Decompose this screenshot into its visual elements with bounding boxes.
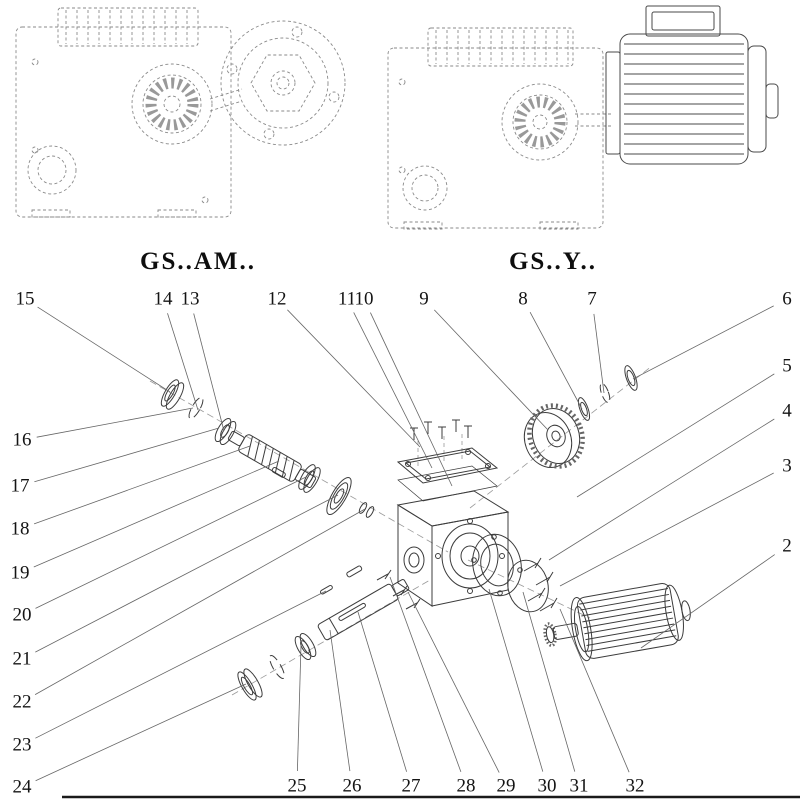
- leader-line-20: [35, 476, 307, 609]
- part-number-19: 19: [9, 562, 31, 584]
- part-number-22: 22: [11, 691, 33, 713]
- leader-line-28: [389, 576, 462, 773]
- leader-line-9: [434, 309, 549, 431]
- part-number-2: 2: [781, 535, 793, 557]
- part-number-4: 4: [781, 400, 793, 422]
- part-number-20: 20: [11, 604, 33, 626]
- part-number-7: 7: [586, 288, 598, 310]
- output-shaft: [317, 579, 410, 641]
- leader-line-3: [559, 472, 774, 587]
- leader-line-26: [329, 629, 351, 772]
- figure-gs-y-drawing: [387, 27, 612, 230]
- leader-line-27: [357, 611, 407, 772]
- input-shaft-parts: [160, 379, 375, 518]
- gear-parts: [523, 365, 638, 469]
- part-number-32: 32: [624, 775, 646, 797]
- flange-disc: [220, 20, 346, 146]
- part-number-14: 14: [152, 288, 174, 310]
- part-number-10: 10: [353, 288, 375, 310]
- leader-line-11: [353, 312, 433, 469]
- part-number-15: 15: [14, 288, 36, 310]
- leader-line-29: [407, 591, 500, 773]
- leader-line-30: [488, 588, 544, 772]
- leader-line-22: [34, 508, 366, 695]
- leader-line-8: [529, 312, 583, 410]
- part-number-29: 29: [495, 775, 517, 797]
- motor-exploded: [543, 583, 691, 662]
- leader-line-16: [36, 407, 194, 438]
- leader-line-31: [522, 591, 576, 772]
- part-number-24: 24: [11, 776, 33, 798]
- shaft-key: [271, 466, 286, 478]
- leader-line-4: [548, 418, 775, 561]
- leader-line-12: [287, 309, 421, 448]
- part-number-17: 17: [9, 475, 31, 497]
- part-number-21: 21: [11, 648, 33, 670]
- leader-line-15: [37, 306, 171, 393]
- part-number-5: 5: [781, 355, 793, 377]
- part-number-3: 3: [781, 455, 793, 477]
- part-number-26: 26: [341, 775, 363, 797]
- leader-line-14: [167, 313, 199, 411]
- leader-line-19: [33, 460, 280, 568]
- leader-line-10: [370, 312, 453, 487]
- leader-line-6: [632, 305, 774, 380]
- leader-line-18: [33, 445, 251, 525]
- leader-line-25: [297, 644, 302, 772]
- part-number-31: 31: [568, 775, 590, 797]
- part-number-27: 27: [400, 775, 422, 797]
- leader-line-21: [35, 494, 339, 653]
- part-number-11: 11: [336, 288, 358, 310]
- leader-lines: [33, 305, 775, 782]
- leader-line-17: [34, 427, 220, 483]
- leader-line-2: [640, 554, 775, 649]
- motor-drawing: [605, 5, 779, 165]
- part-number-8: 8: [517, 288, 529, 310]
- leader-line-7: [593, 313, 605, 394]
- part-number-23: 23: [11, 734, 33, 756]
- exploded-view-drawing: [149, 365, 691, 701]
- part-number-9: 9: [418, 288, 430, 310]
- leader-line-32: [559, 608, 630, 773]
- part-number-18: 18: [9, 518, 31, 540]
- caption-gs-y: GS..Y..: [508, 248, 598, 275]
- leader-line-24: [35, 683, 247, 782]
- housing-cover-parts: [396, 419, 499, 502]
- part-number-30: 30: [536, 775, 558, 797]
- part-number-13: 13: [179, 288, 201, 310]
- caption-gs-am: GS..AM..: [140, 248, 256, 275]
- part-number-25: 25: [286, 775, 308, 797]
- part-number-16: 16: [11, 429, 33, 451]
- part-number-12: 12: [266, 288, 288, 310]
- flange-parts: [471, 533, 558, 613]
- leader-line-23: [35, 590, 327, 739]
- leader-line-13: [193, 313, 225, 432]
- part-number-6: 6: [781, 288, 793, 310]
- figure-gs-am-drawing: [15, 7, 346, 218]
- part-number-28: 28: [455, 775, 477, 797]
- output-shaft-parts: [237, 565, 421, 701]
- leader-line-5: [576, 373, 775, 498]
